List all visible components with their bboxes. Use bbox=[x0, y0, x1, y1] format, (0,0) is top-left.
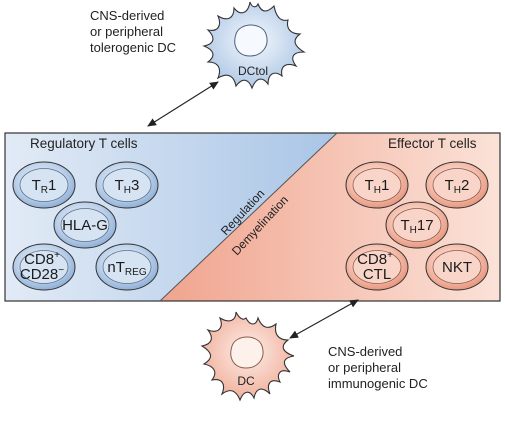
tolerogenic-dc-label: DCtol bbox=[238, 64, 268, 78]
cell-cd8-line2: CD28 bbox=[20, 266, 58, 283]
cell-hla-g: HLA-G bbox=[53, 201, 117, 249]
cell-hla-g-label: HLA-G bbox=[62, 217, 108, 234]
svg-text:TR1: TR1 bbox=[32, 177, 57, 196]
regulatory-panel-title: Regulatory T cells bbox=[30, 136, 138, 151]
cell-th2-tail: 2 bbox=[461, 177, 469, 194]
immunogenic-dc-label: DC bbox=[237, 374, 255, 388]
panel-diagonal-divider bbox=[159, 132, 338, 302]
cell-th17-sub: H bbox=[410, 225, 417, 236]
cell-cd8-line1: CD8 bbox=[24, 251, 54, 268]
immunogenic-dc-nucleus bbox=[230, 336, 264, 369]
cell-th17-main: T bbox=[400, 217, 409, 234]
tolerogenic-dc-desc-2: or peripheral bbox=[90, 24, 163, 39]
svg-text:CD8+: CD8+ bbox=[24, 250, 60, 268]
svg-text:TH1: TH1 bbox=[365, 177, 390, 196]
cell-th2-main: T bbox=[445, 177, 454, 194]
cell-th1-main: T bbox=[365, 177, 374, 194]
effector-panel-bg bbox=[160, 133, 500, 301]
cell-th1-tail: 1 bbox=[381, 177, 389, 194]
cell-th3: TH3 bbox=[95, 161, 159, 209]
cell-tr1-tail: 1 bbox=[48, 177, 56, 194]
tolerogenic-dc: DCtol bbox=[202, 1, 306, 90]
cell-ntreg: nTREG bbox=[95, 243, 159, 291]
tolerogenic-dc-desc-3: tolerogenic DC bbox=[90, 40, 176, 55]
cell-tr1-sub: R bbox=[41, 185, 48, 196]
cell-ntreg-sub: REG bbox=[125, 267, 147, 278]
cell-nkt: NKT bbox=[425, 243, 489, 291]
immunogenic-dc-desc-2: or peripheral bbox=[328, 360, 401, 375]
cell-cd8ctl-line2: CTL bbox=[363, 266, 391, 283]
svg-text:CD8+: CD8+ bbox=[357, 250, 393, 268]
cell-th1-sub: H bbox=[374, 185, 381, 196]
cell-th17: TH17 bbox=[385, 201, 449, 249]
tolerogenic-arrow bbox=[147, 81, 219, 127]
panel-frame bbox=[4, 132, 501, 302]
cell-th2-sub: H bbox=[454, 185, 461, 196]
cell-cd8-sup1: + bbox=[54, 250, 60, 261]
cell-cd8-ctl: CD8+ CTL bbox=[345, 243, 409, 291]
tolerogenic-dc-desc-1: CNS-derived bbox=[90, 8, 164, 23]
svg-text:TH2: TH2 bbox=[445, 177, 470, 196]
immunogenic-dc-desc-3: immunogenic DC bbox=[328, 376, 428, 391]
cell-th1: TH1 bbox=[345, 161, 409, 209]
immunogenic-arrow bbox=[289, 299, 359, 339]
cell-tr1: TR1 bbox=[12, 161, 76, 209]
cell-th2: TH2 bbox=[425, 161, 489, 209]
immunogenic-dc-desc-1: CNS-derived bbox=[328, 344, 402, 359]
cell-th3-tail: 3 bbox=[131, 177, 139, 194]
regulatory-panel-bg bbox=[5, 133, 337, 301]
svg-text:TH17: TH17 bbox=[400, 217, 433, 236]
cell-cd8-cd28: CD8+ CD28− bbox=[12, 243, 76, 291]
tolerogenic-dc-nucleus bbox=[234, 24, 268, 57]
cell-cd8ctl-sup1: + bbox=[387, 250, 393, 261]
svg-text:nTREG: nTREG bbox=[107, 259, 146, 278]
cell-nkt-label: NKT bbox=[442, 259, 472, 276]
cell-cd8-sup2: − bbox=[58, 265, 64, 276]
effector-panel-title: Effector T cells bbox=[388, 136, 477, 151]
cell-th17-tail: 17 bbox=[417, 217, 434, 234]
cell-tr1-main: T bbox=[32, 177, 41, 194]
svg-text:CD28−: CD28− bbox=[20, 265, 64, 283]
cell-ntreg-main: nT bbox=[107, 259, 125, 276]
cell-th3-sub: H bbox=[124, 185, 131, 196]
cell-cd8ctl-line1: CD8 bbox=[357, 251, 387, 268]
cell-th3-main: T bbox=[115, 177, 124, 194]
immunogenic-dc: DC bbox=[200, 311, 295, 402]
svg-text:TH3: TH3 bbox=[115, 177, 140, 196]
